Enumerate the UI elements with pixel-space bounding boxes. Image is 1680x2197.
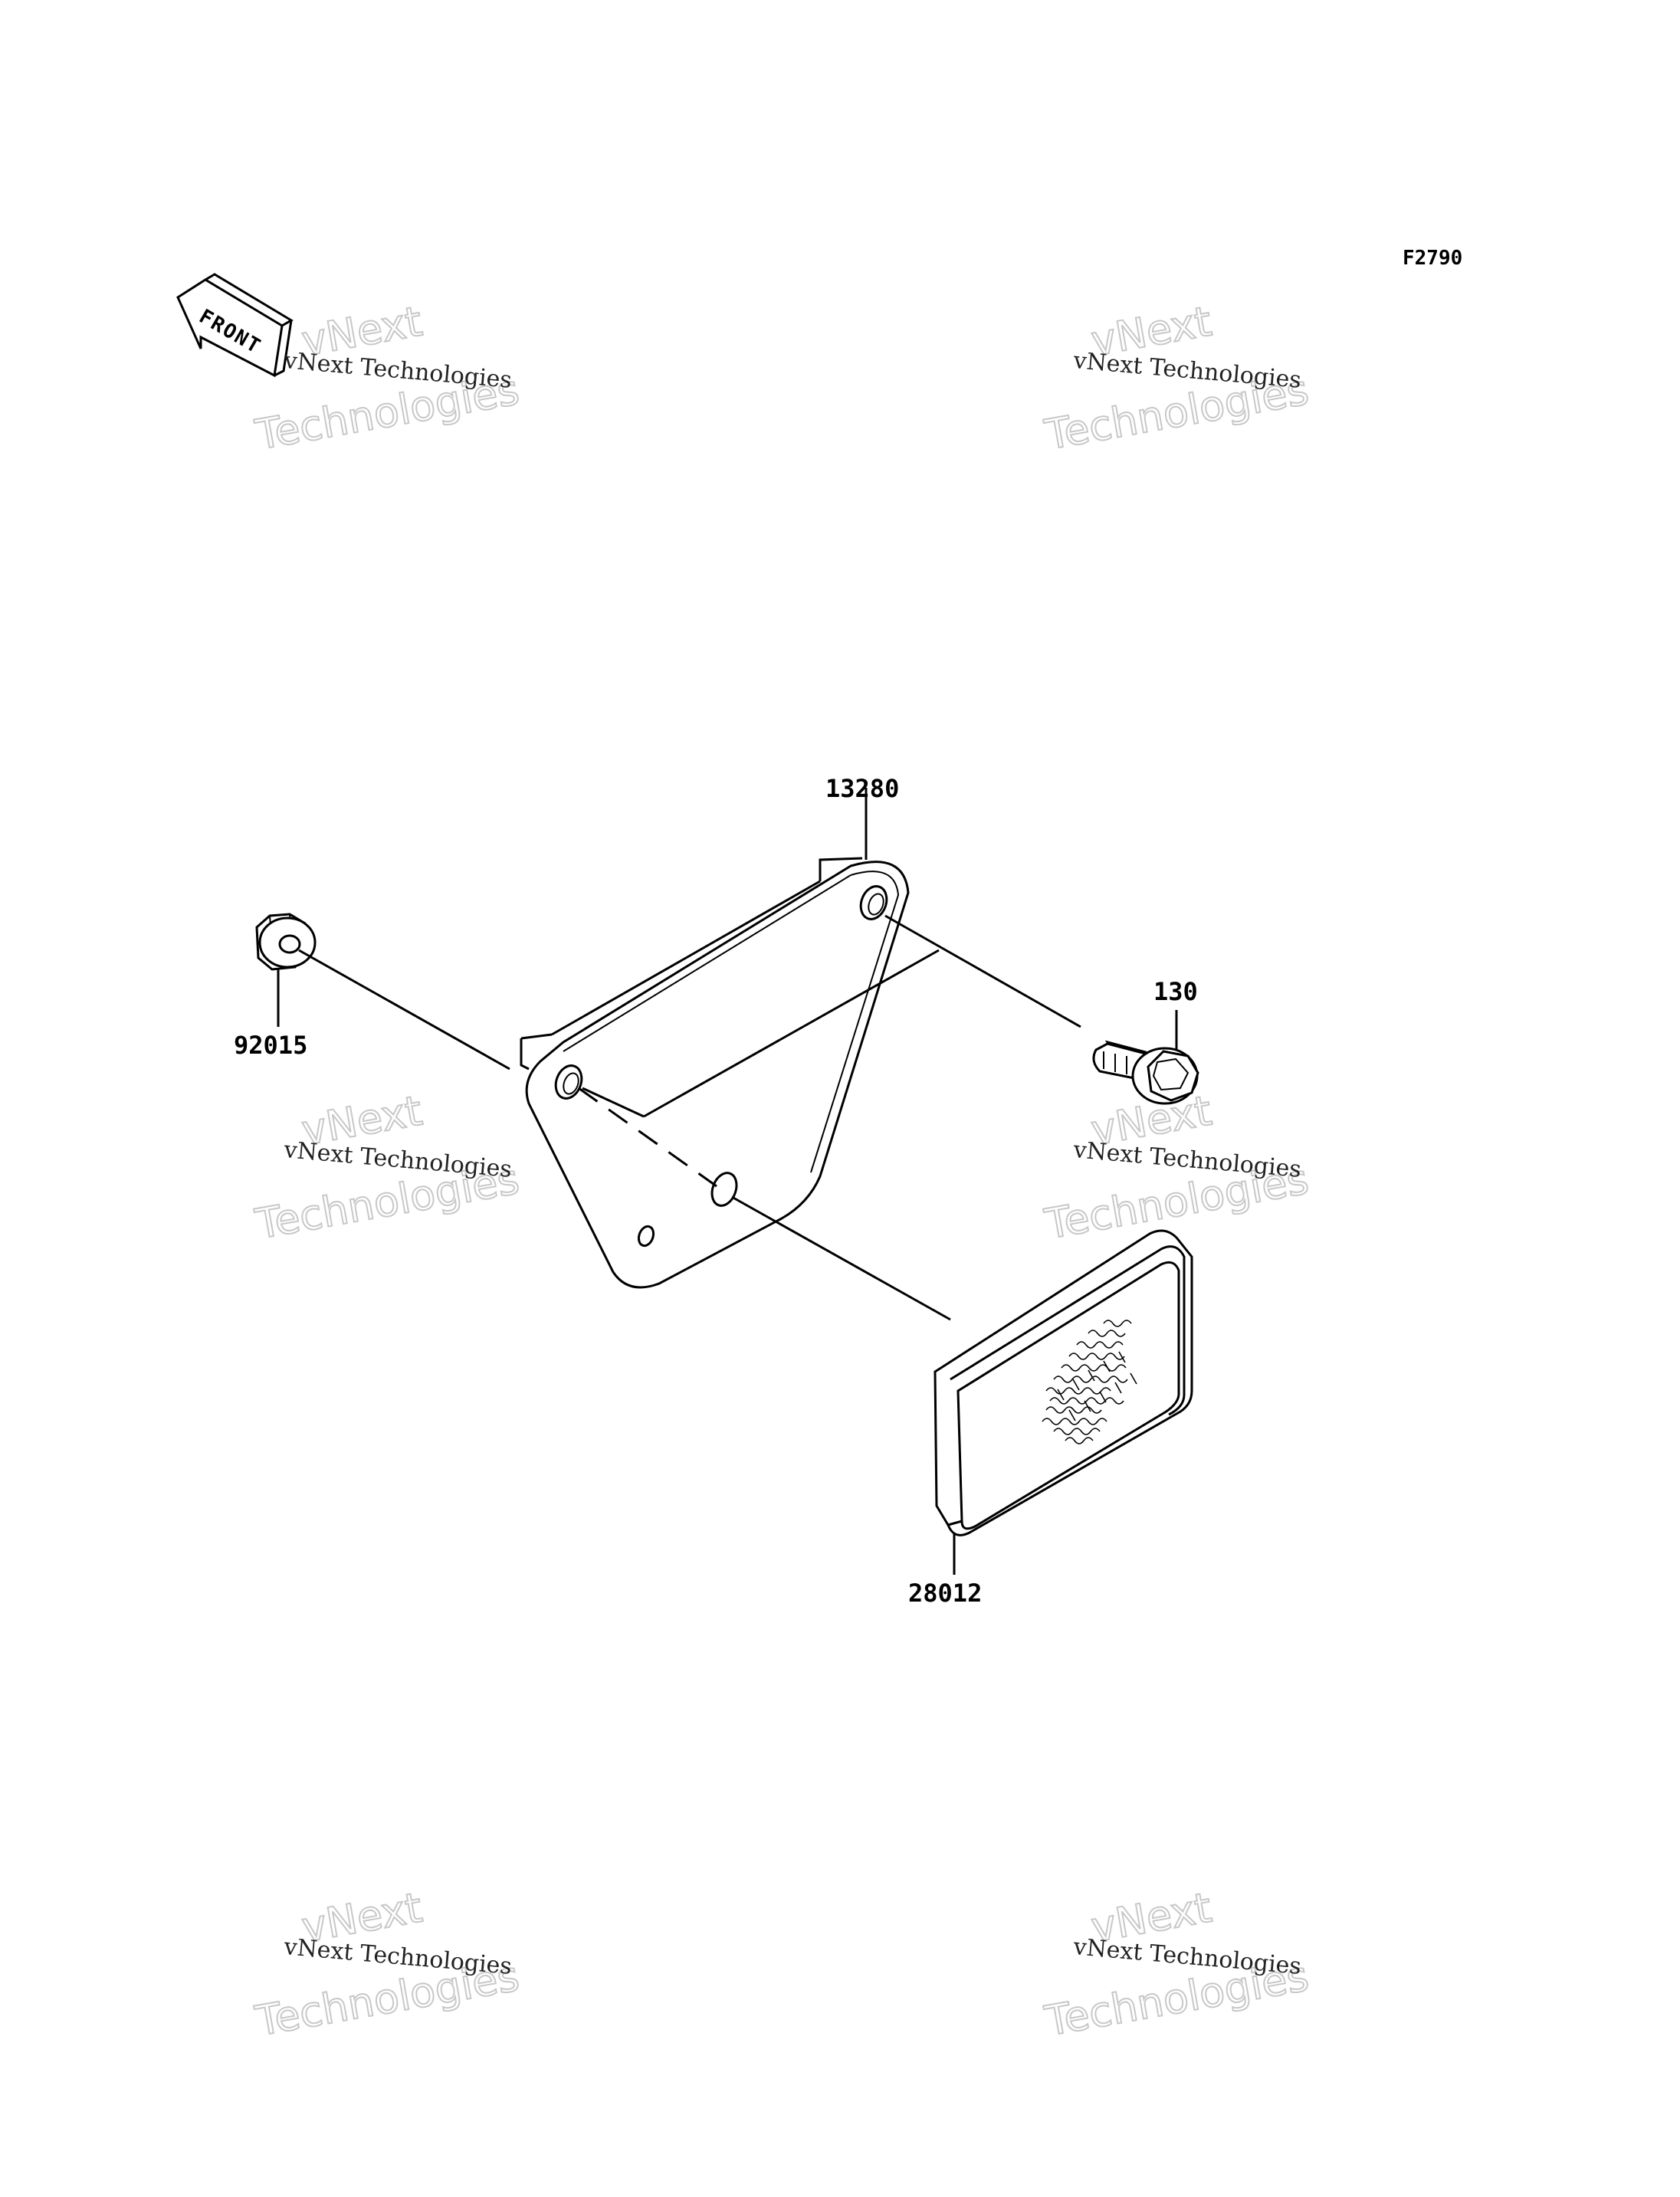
- assembly-leader-line: [731, 1195, 951, 1321]
- bolt-part: [884, 914, 1199, 1105]
- part-number-bolt: 130: [1153, 977, 1198, 1006]
- reflector-pattern: [1042, 1320, 1137, 1444]
- reflector-part: [934, 1229, 1193, 1536]
- assembly-dashed-line: [578, 1087, 717, 1188]
- part-number-nut: 92015: [234, 1031, 307, 1060]
- part-number-reflector: 28012: [908, 1579, 982, 1608]
- part-number-bracket: 13280: [825, 774, 899, 803]
- front-arrow-icon: FRONT: [176, 273, 294, 378]
- nut-part: [255, 913, 510, 1071]
- figure-code: F2790: [1403, 247, 1462, 270]
- bracket-part: [520, 857, 940, 1289]
